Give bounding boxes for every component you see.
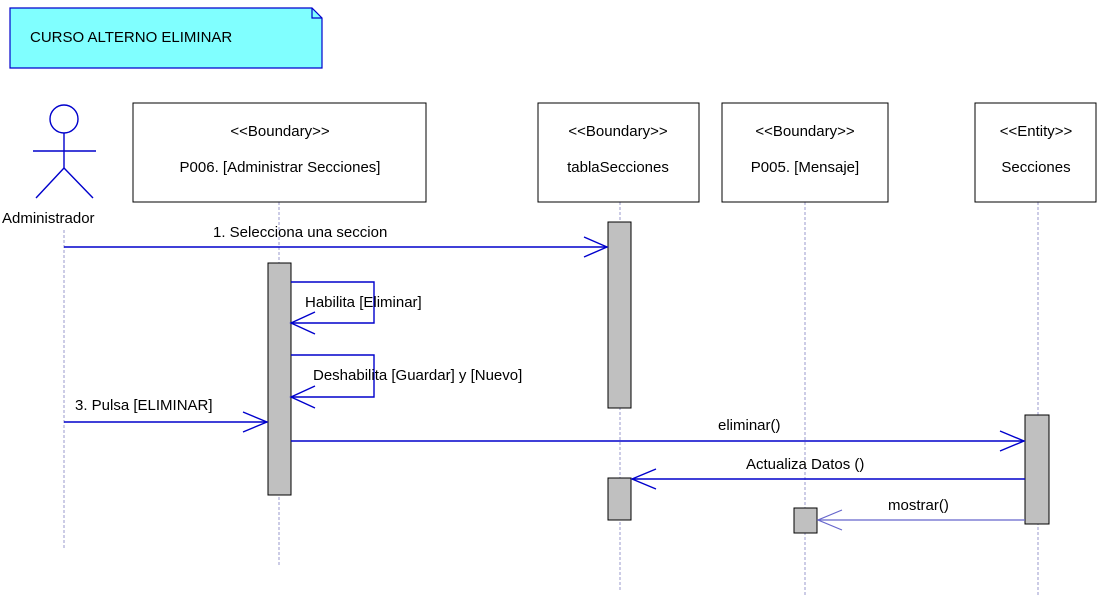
lifeline-p005-name: P005. [Mensaje] [751,159,859,176]
lifeline-p005-stereotype: <<Boundary>> [755,123,854,140]
activation-p005 [793,507,818,534]
title-note: CURSO ALTERNO ELIMINAR [9,7,323,69]
lifeline-p006-stereotype: <<Boundary>> [230,123,329,140]
message-label-3: 3. Pulsa [ELIMINAR] [75,397,213,414]
activation-p006 [267,262,292,496]
title-note-text: CURSO ALTERNO ELIMINAR [30,29,232,46]
actor-label: Administrador [2,210,95,227]
lifeline-secciones-stereotype: <<Entity>> [1000,123,1073,140]
actor-icon [33,104,96,199]
message-label-eliminar: eliminar() [718,417,781,434]
message-eliminar [291,430,1026,452]
lifeline-box-secciones: <<Entity>> Secciones [974,102,1097,203]
message-label-deshabilita: Deshabilita [Guardar] y [Nuevo] [313,367,522,384]
message-label-habilita: Habilita [Eliminar] [305,294,422,311]
message-mostrar [816,509,1025,531]
message-deshabilita [289,354,375,409]
activation-bars [267,221,1050,534]
lifeline-box-p006: <<Boundary>> P006. [Administrar Seccione… [132,102,427,203]
lifeline-secciones-name: Secciones [1001,159,1070,176]
lifeline-box-tablasecciones: <<Boundary>> tablaSecciones [537,102,700,203]
message-selecciona-seccion [64,236,609,258]
lifeline-tablasecciones-stereotype: <<Boundary>> [568,123,667,140]
message-label-actualiza: Actualiza Datos () [746,456,864,473]
message-label-mostrar: mostrar() [888,497,949,514]
lifeline-p006-name: P006. [Administrar Secciones] [180,159,381,176]
message-actualiza-datos [630,468,1025,490]
message-habilita-eliminar [289,281,375,335]
lifeline-tablasecciones-name: tablaSecciones [567,159,669,176]
message-pulsa-eliminar [64,411,269,433]
message-label-1: 1. Selecciona una seccion [213,224,387,241]
activation-tablasecciones-1 [607,221,632,409]
activation-secciones [1024,414,1050,525]
activation-tablasecciones-2 [607,477,632,521]
lifeline-box-p005: <<Boundary>> P005. [Mensaje] [721,102,889,203]
